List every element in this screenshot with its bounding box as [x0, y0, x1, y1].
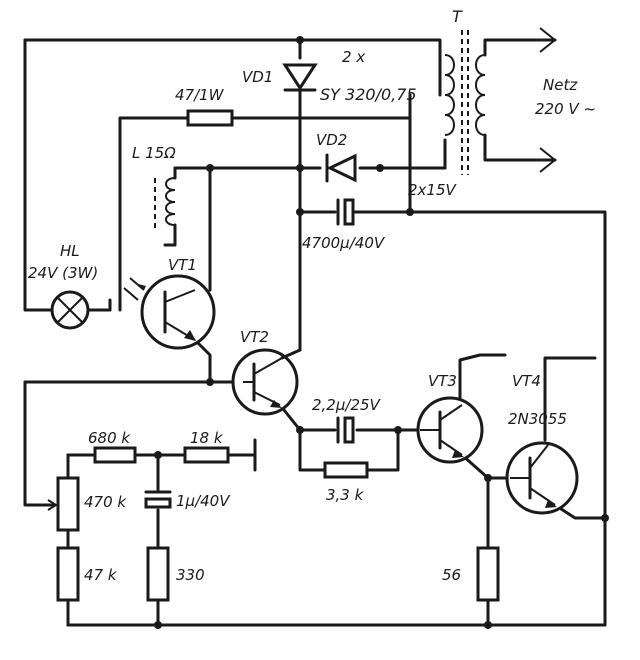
label-vt1: VT1	[168, 256, 197, 274]
potentiometer-470k	[56, 476, 80, 532]
resistor-3k3	[323, 461, 369, 479]
wires	[23, 38, 607, 627]
label-coil: L 15Ω	[132, 144, 176, 162]
label-c-1u: 1µ/40V	[176, 492, 231, 510]
label-diode-type: SY 320/0,75	[320, 85, 417, 104]
label-mains-1: Netz	[543, 76, 578, 94]
label-c-main: 4700µ/40V	[302, 234, 386, 252]
lamp-hl	[50, 290, 90, 330]
label-r-18k: 18 k	[190, 429, 224, 447]
label-diode-pair: 2 x	[342, 48, 365, 66]
labels: VD1 2 x SY 320/0,75 VD2 47/1W T Netz 220…	[28, 7, 596, 584]
diode-vd1	[282, 63, 318, 92]
label-vd1: VD1	[242, 68, 273, 86]
resistor-47k	[56, 546, 80, 602]
label-r-330: 330	[176, 566, 205, 584]
coil-l	[154, 177, 176, 230]
capacitor-2u2	[336, 416, 355, 444]
diode-vd2	[325, 153, 357, 183]
label-r-series: 47/1W	[175, 86, 225, 104]
label-vt2: VT2	[240, 328, 269, 346]
resistor-18k	[183, 446, 230, 464]
label-transformer: T	[452, 7, 463, 26]
transistor-vt4	[505, 441, 579, 515]
transistor-vt2	[231, 348, 302, 416]
resistor-47-1w	[186, 109, 234, 127]
transistor-vt3	[416, 396, 484, 464]
label-vd2: VD2	[316, 131, 347, 149]
resistor-330	[146, 546, 170, 602]
label-secondary: 2x15V	[408, 181, 458, 199]
capacitor-4700u	[336, 198, 355, 226]
resistor-680k	[93, 446, 137, 464]
label-vt4: VT4	[512, 372, 541, 390]
transistor-vt1	[123, 274, 216, 350]
label-vt3: VT3	[428, 372, 457, 390]
label-r-680k: 680 k	[88, 429, 131, 447]
label-lamp-1: HL	[60, 242, 80, 260]
junction-dots	[154, 36, 609, 629]
label-lamp-2: 24V (3W)	[28, 264, 98, 282]
label-r-47k: 47 k	[84, 566, 118, 584]
label-r-3k3: 3,3 k	[326, 486, 365, 504]
capacitor-1u	[144, 490, 172, 509]
resistor-56	[476, 546, 500, 602]
label-r-56: 56	[442, 566, 461, 584]
label-mains-2: 220 V ~	[535, 100, 596, 118]
potentiometer-wiper	[42, 499, 58, 511]
label-vt4-type: 2N3055	[508, 410, 567, 428]
label-pot-470k: 470 k	[84, 493, 127, 511]
label-c-couple: 2,2µ/25V	[312, 396, 382, 414]
transformer-t	[444, 27, 557, 175]
